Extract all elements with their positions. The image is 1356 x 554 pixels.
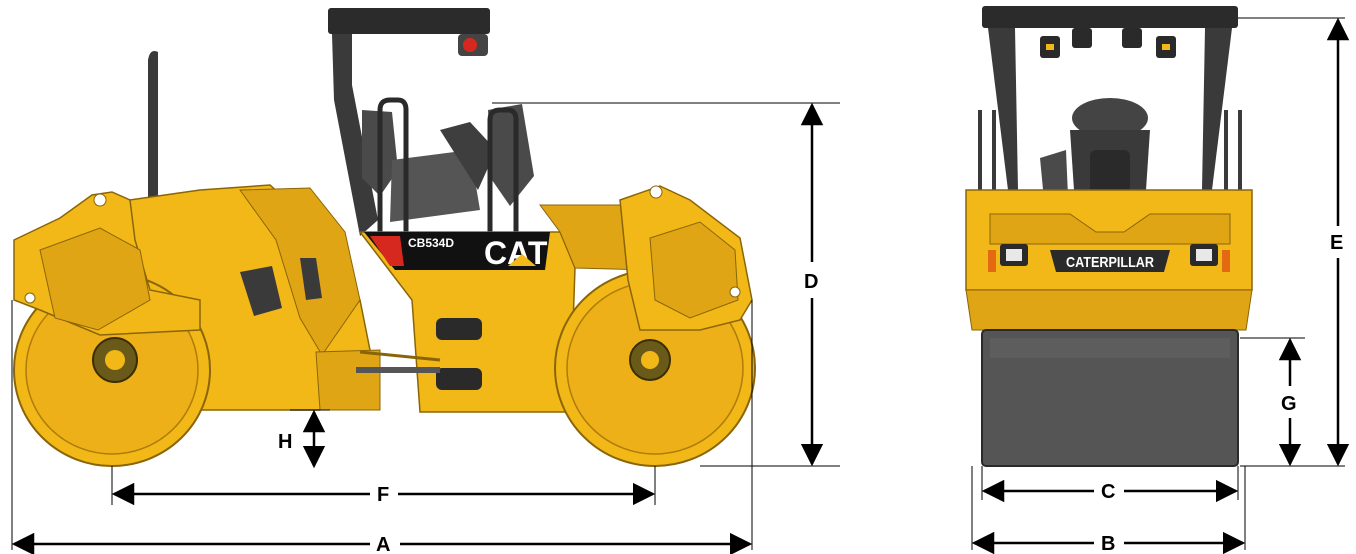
- cat-logo-triangle: [508, 254, 536, 266]
- dimension-h: H: [278, 409, 326, 469]
- dimension-label-d: D: [804, 271, 818, 293]
- dimension-label-e: E: [1330, 232, 1343, 254]
- rear-drum: [13, 191, 211, 467]
- operator-station: [362, 97, 534, 235]
- dimension-g: G: [1278, 337, 1302, 467]
- rops-canopy: [328, 8, 490, 236]
- dimension-c: C: [981, 479, 1239, 503]
- front-drum: [554, 185, 756, 467]
- model-decal: CB534D: [408, 236, 454, 250]
- front-rops-canopy: [982, 6, 1238, 190]
- exhaust-stack: [148, 51, 158, 200]
- dimension-d: D: [800, 102, 824, 467]
- front-grab-handles: [978, 110, 1242, 190]
- dimension-label-b: B: [1101, 533, 1115, 554]
- caterpillar-decal: CATERPILLAR: [1066, 254, 1154, 271]
- dimension-label-c: C: [1101, 481, 1115, 503]
- front-drum-face: [981, 329, 1239, 467]
- side-view: CB534D CAT: [13, 8, 756, 467]
- dimension-f: F: [111, 482, 656, 506]
- dimension-a: A: [11, 532, 753, 554]
- dimension-label-h: H: [278, 431, 292, 453]
- front-view: CATERPILLAR: [965, 6, 1253, 467]
- dimension-e: E: [1326, 17, 1350, 467]
- dimension-label-f: F: [377, 484, 389, 506]
- dimension-b: B: [971, 531, 1246, 554]
- dimension-label-g: G: [1281, 393, 1297, 415]
- front-body: [965, 189, 1253, 331]
- dimension-label-a: A: [376, 534, 390, 554]
